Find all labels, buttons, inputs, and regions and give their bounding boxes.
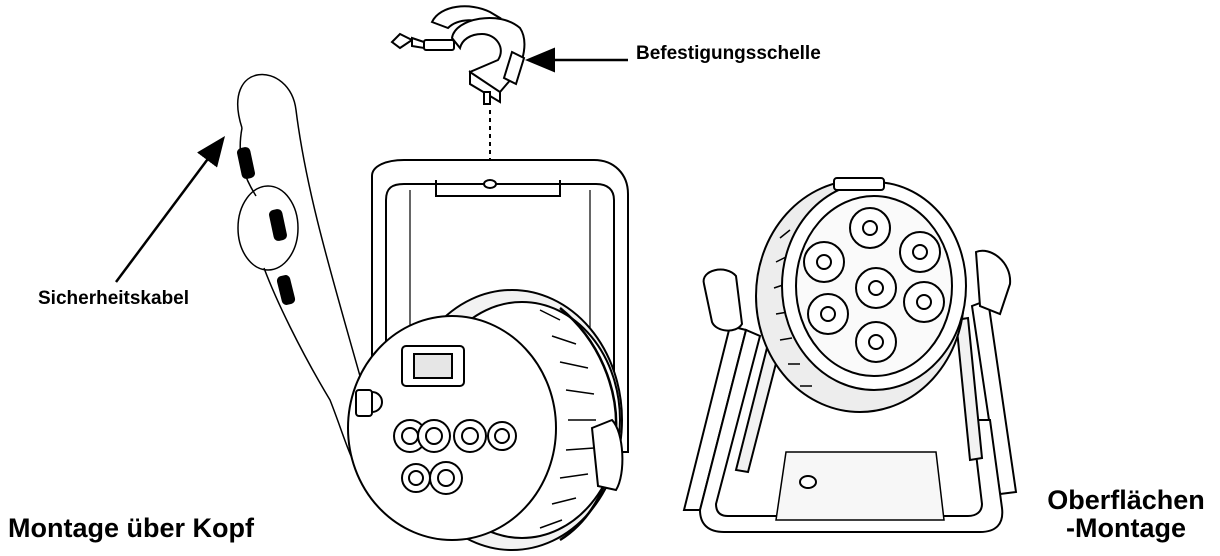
- cable-leader-arrow: [114, 135, 225, 283]
- overhead-mounting-label: Montage über Kopf: [8, 513, 254, 543]
- surface-mounting-label-line1: Oberflächen: [1047, 485, 1205, 515]
- clamp-icon: [390, 5, 526, 176]
- surface-mounting-label: Oberflächen -Montage: [1040, 486, 1212, 543]
- safety-cable-label: Sicherheitskabel: [38, 288, 190, 309]
- par-fixture-icon: [347, 159, 629, 551]
- par-fixture-icon: [682, 177, 1018, 533]
- surface-mounting-label-line2: -Montage: [1066, 513, 1186, 544]
- cable-icon: [237, 73, 361, 473]
- mounting-clamp-label: Befestigungsschelle: [636, 43, 821, 64]
